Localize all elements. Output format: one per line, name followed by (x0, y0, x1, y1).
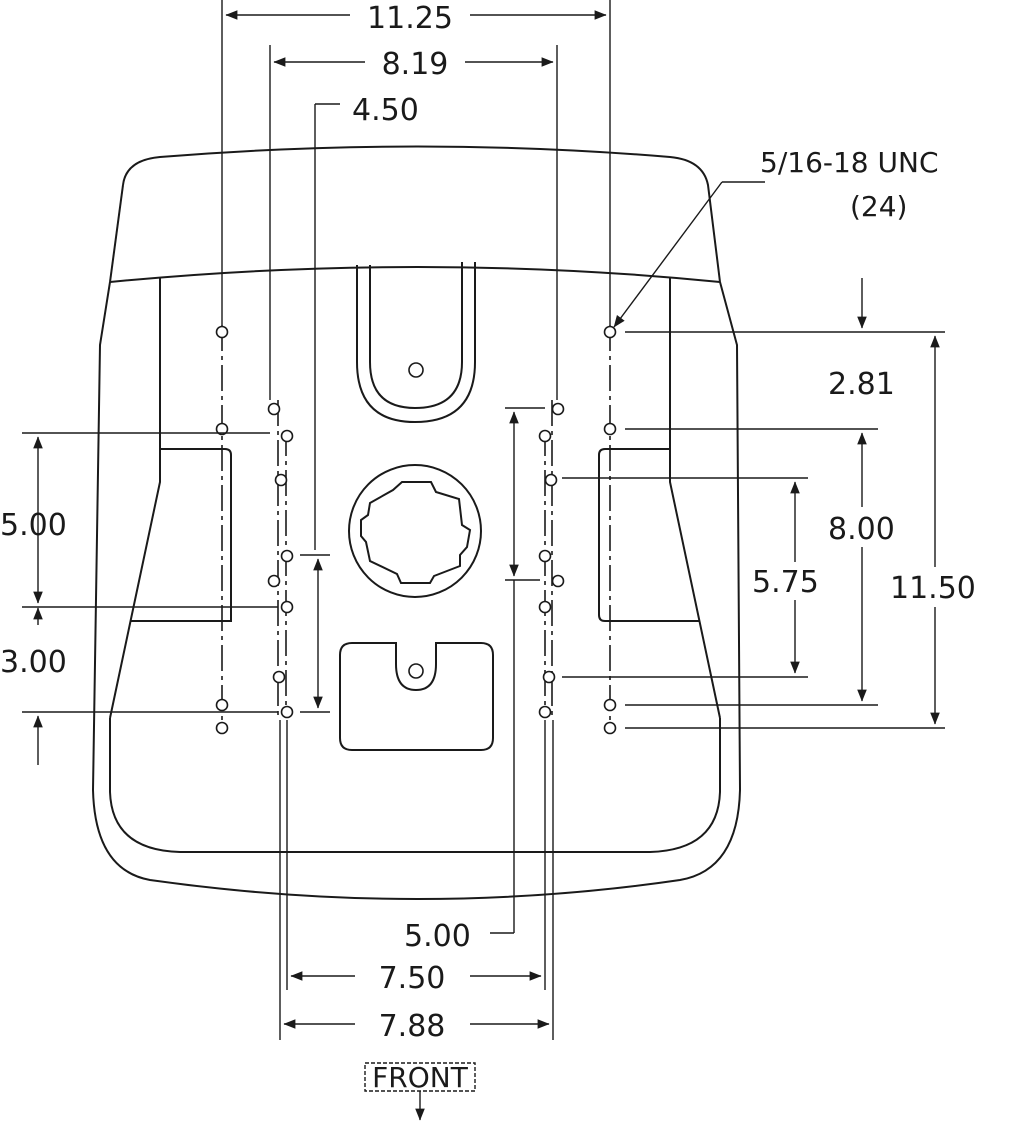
dim-right-top-offset: 2.81 (828, 367, 895, 402)
dim-width-outer: 11.25 (367, 1, 453, 36)
dim-right-height-total: 11.50 (890, 571, 976, 606)
dim-width-center: 4.50 (352, 93, 419, 128)
dim-width-mid: 8.19 (382, 47, 449, 82)
bolt-callout: 5/16-18 UNC (24) (760, 146, 939, 223)
front-indicator: FRONT (364, 1061, 476, 1121)
dim-left-height-upper: 5.00 (0, 508, 67, 543)
callout-count: (24) (850, 190, 907, 223)
dim-right-height-inner: 5.75 (752, 565, 819, 600)
bolt-centerlines (221, 325, 611, 725)
dim-bottom-width-inner: 7.50 (379, 961, 446, 996)
front-label: FRONT (372, 1061, 469, 1094)
callout-thread: 5/16-18 UNC (760, 146, 939, 179)
dim-left-height-lower: 3.00 (0, 645, 67, 680)
dimension-labels: 11.25 8.19 4.50 5.00 3.00 2.81 8.00 5.75… (0, 1, 980, 1044)
dimension-lines (33, 10, 940, 1029)
dim-bottom-width-outer: 7.88 (379, 1009, 446, 1044)
dim-bottom-offset: 5.00 (404, 919, 471, 954)
dim-right-height-mid: 8.00 (828, 512, 895, 547)
bolt-holes (215, 325, 617, 735)
extension-lines (22, 0, 945, 1040)
seat-outline (91, 145, 742, 900)
